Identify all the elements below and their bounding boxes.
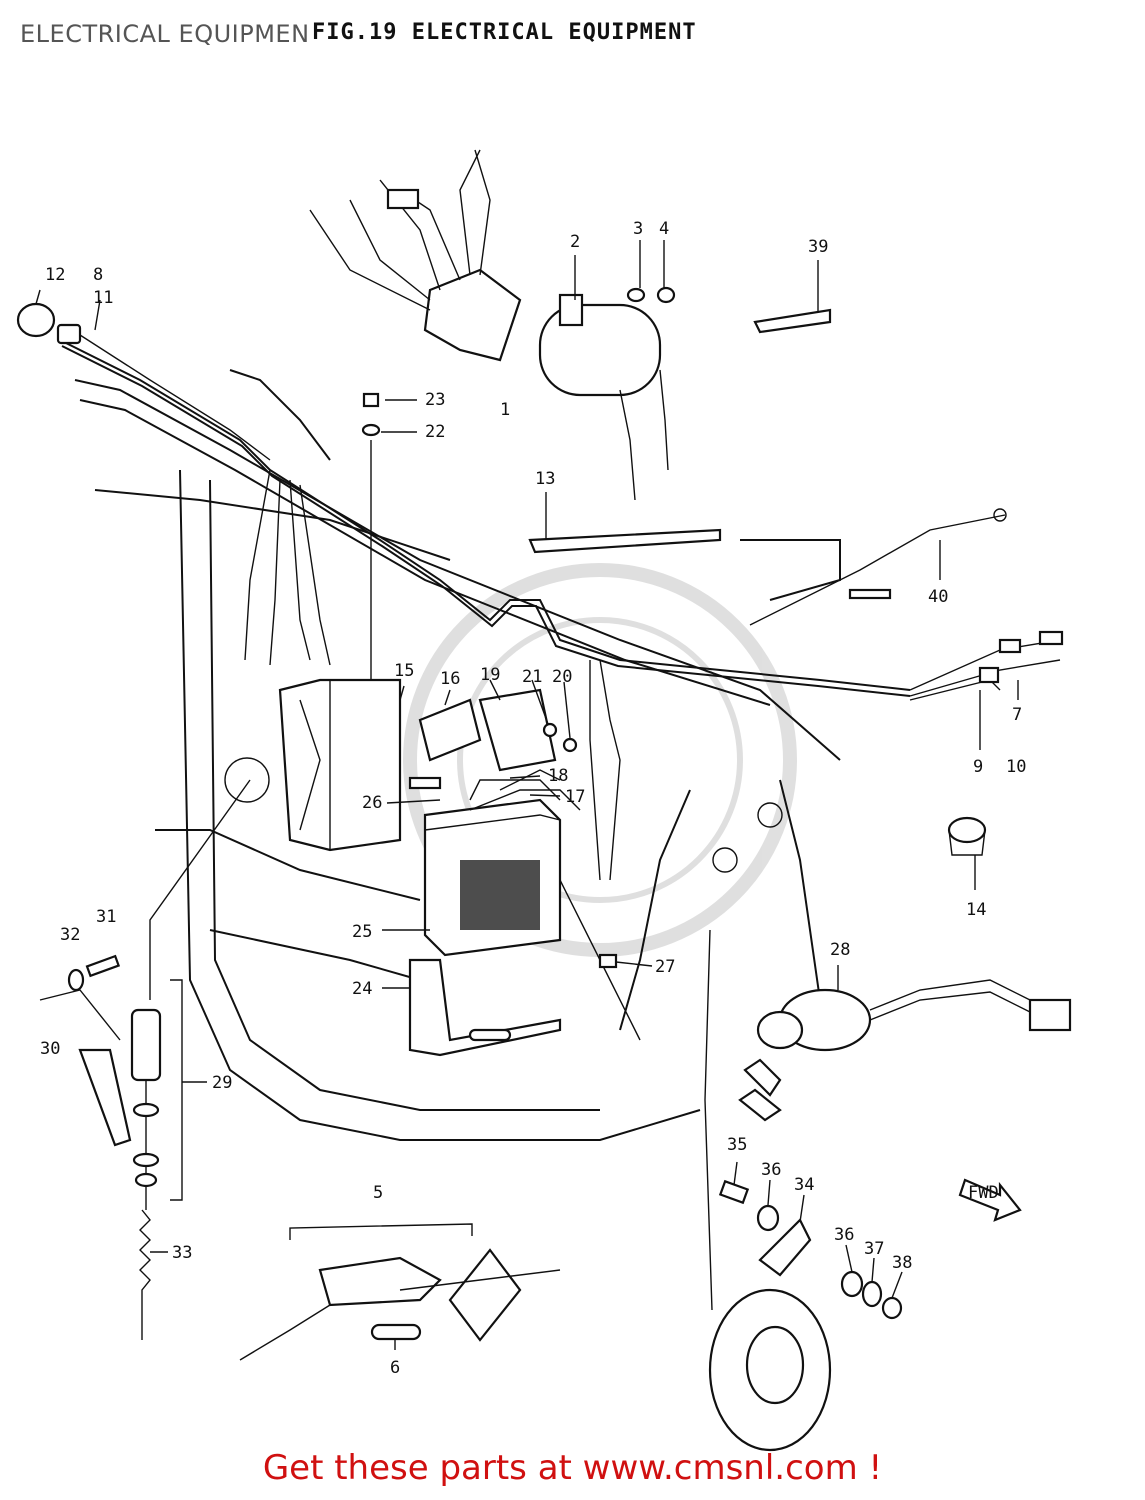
callout-25: 25 (352, 922, 372, 942)
part-36-washer (756, 1204, 864, 1298)
callout-18: 18 (548, 766, 568, 786)
part-20-washer (562, 737, 578, 753)
callout-30: 30 (40, 1039, 60, 1059)
frame (74, 369, 841, 1141)
callout-3: 3 (633, 219, 643, 239)
callout-13: 13 (535, 469, 555, 489)
callout-21: 21 (522, 667, 542, 687)
leader-lines (35, 240, 1019, 1350)
part-33-spring (139, 1209, 151, 1340)
part-26-bolt (408, 776, 442, 790)
callout-4: 4 (659, 219, 669, 239)
callout-7: 7 (1012, 705, 1022, 725)
part-16-cushion (418, 698, 482, 762)
callout-40: 40 (928, 587, 948, 607)
figure-title: FIG.19 ELECTRICAL EQUIPMENT (308, 20, 701, 45)
part-34-horn-bracket (758, 1218, 812, 1277)
part-40-lead (749, 508, 1007, 626)
part-2-starter-relay (538, 293, 669, 501)
callout-10: 10 (1006, 757, 1026, 777)
part-15-rectifier (278, 678, 402, 852)
callout-19: 19 (480, 665, 500, 685)
part-31-bolt (85, 954, 121, 978)
callout-6: 6 (390, 1358, 400, 1378)
callout-35: 35 (727, 1135, 747, 1155)
fwd-arrow: FWD (958, 1178, 1022, 1222)
part-18-cable (499, 769, 561, 791)
page-title: ELECTRICAL EQUIPMENT (20, 20, 325, 48)
part-horn (704, 929, 832, 1452)
callout-27: 27 (655, 957, 675, 977)
callout-1: 1 (500, 400, 510, 420)
part-6-fuse (370, 1323, 422, 1341)
callout-28: 28 (830, 940, 850, 960)
part-23-screw (362, 392, 380, 408)
callout-36b: 36 (834, 1225, 854, 1245)
part-25-battery (423, 779, 562, 957)
callout-23: 23 (425, 390, 445, 410)
part-4-nut (656, 286, 676, 304)
part-28-ignition-switch (738, 979, 1072, 1122)
callout-36: 36 (761, 1160, 781, 1180)
part-32-washer (67, 968, 85, 992)
part-38-nut (881, 1296, 903, 1320)
callout-22: 22 (425, 422, 445, 442)
callout-8: 8 (93, 265, 103, 285)
callout-33: 33 (172, 1243, 192, 1263)
part-21-screw (542, 722, 558, 738)
part-5-fuse-box (239, 1223, 561, 1361)
part-29-neutral-switch (130, 779, 251, 1210)
part-30-bracket (39, 989, 132, 1147)
callout-32: 32 (60, 925, 80, 945)
callout-labels: 12 8 11 2 3 4 39 13 40 23 22 15 16 19 21… (40, 219, 1026, 1378)
callout-14: 14 (966, 900, 986, 920)
callout-20: 20 (552, 667, 572, 687)
callout-9: 9 (973, 757, 983, 777)
part-17-cable (469, 789, 581, 811)
callout-16: 16 (440, 669, 460, 689)
part-22-washer (361, 423, 381, 680)
callout-38: 38 (892, 1253, 912, 1273)
part-3-washer (626, 287, 646, 303)
callout-29: 29 (212, 1073, 232, 1093)
part-24-battery-case (408, 958, 562, 1057)
watermark (403, 563, 797, 957)
callout-26: 26 (362, 793, 382, 813)
callout-15: 15 (394, 661, 414, 681)
callout-5: 5 (373, 1183, 383, 1203)
fwd-text: FWD (968, 1183, 999, 1203)
part-35-bolt (718, 1179, 750, 1205)
part-37-washer (861, 1280, 883, 1308)
callout-34: 34 (794, 1175, 814, 1195)
callout-2: 2 (570, 232, 580, 252)
part-1-relay (309, 149, 522, 362)
callout-12: 12 (45, 265, 65, 285)
callout-17: 17 (565, 787, 585, 807)
part-27-band (559, 879, 641, 1041)
part-13-band (528, 528, 722, 554)
part-19-regulator (478, 688, 557, 772)
part-14-bushing (947, 816, 987, 856)
part-39-plate (753, 308, 832, 334)
callout-11: 11 (93, 288, 113, 308)
callout-24: 24 (352, 979, 372, 999)
wire-harness (59, 339, 1064, 881)
cmsnl-link[interactable]: Get these parts at www.cmsnl.com ! (262, 1448, 883, 1488)
callout-37: 37 (864, 1239, 884, 1259)
callout-39: 39 (808, 237, 828, 257)
callout-31: 31 (96, 907, 116, 927)
